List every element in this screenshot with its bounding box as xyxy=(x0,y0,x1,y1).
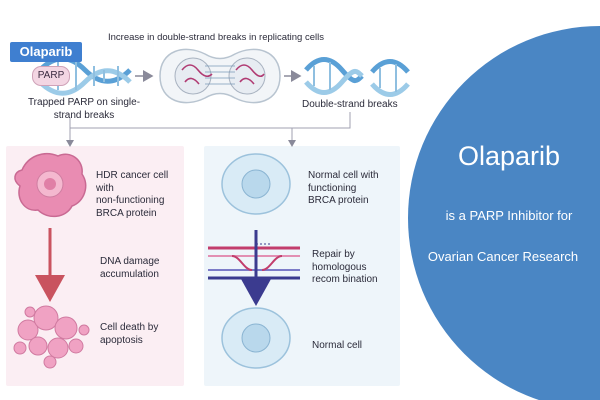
damage-line1: DNA damage xyxy=(100,256,160,267)
hdr-line3: BRCA protein xyxy=(96,207,157,219)
normal-cell-result-label: Normal cell xyxy=(312,340,363,351)
repair-label: Repair by homologous recom bination xyxy=(312,249,402,287)
banner-title: Olaparib xyxy=(457,141,561,171)
trapped-parp-caption: Trapped PARP on single- strand breaks xyxy=(14,97,154,122)
repair-line2: homologous xyxy=(312,261,367,273)
death-line1: Cell death by xyxy=(100,322,159,333)
dna-damage-label: DNA damage accumulation xyxy=(100,256,180,281)
repair-line1: Repair by xyxy=(312,249,355,260)
top-caption: Increase in double-strand breaks in repl… xyxy=(108,32,324,43)
parp-badge: PARP xyxy=(32,66,70,86)
death-line2: apoptosis xyxy=(100,334,143,346)
hdr-line1: HDR cancer cell with xyxy=(96,170,169,194)
damage-line2: accumulation xyxy=(100,268,159,280)
banner-circle xyxy=(408,26,600,400)
connector-right xyxy=(292,112,351,129)
hdr-cancer-cell-label: HDR cancer cell with non-functioning BRC… xyxy=(96,170,186,220)
olaparib-tag: Olaparib xyxy=(10,42,82,62)
trapped-parp-line1: Trapped PARP on single- xyxy=(27,97,141,108)
cell-death-label: Cell death by apoptosis xyxy=(100,322,180,347)
normal-line3: BRCA protein xyxy=(308,195,369,206)
double-strand-breaks-caption: Double-strand breaks xyxy=(302,99,398,110)
banner-subtitle-line1: is a PARP Inhibitor for xyxy=(445,208,573,223)
hdr-line2: non-functioning xyxy=(96,195,165,206)
normal-cell-label: Normal cell with functioning BRCA protei… xyxy=(308,170,398,208)
homologous-recombination-icon xyxy=(208,243,300,280)
normal-cell-result-icon xyxy=(221,307,291,369)
dna-broken-helix-icon xyxy=(304,57,410,97)
dividing-cell-icon xyxy=(159,48,281,104)
repair-line3: recom bination xyxy=(312,274,378,285)
normal-line2: functioning xyxy=(308,182,357,194)
banner-subtitle-line2: Ovarian Cancer Research xyxy=(427,249,579,264)
cancer-cell-icon xyxy=(14,152,87,218)
normal-cell-icon xyxy=(221,153,291,215)
trapped-parp-line2: strand breaks xyxy=(53,109,115,121)
apoptotic-cell-icon xyxy=(13,305,90,369)
normal-line1: Normal cell with xyxy=(308,170,379,181)
